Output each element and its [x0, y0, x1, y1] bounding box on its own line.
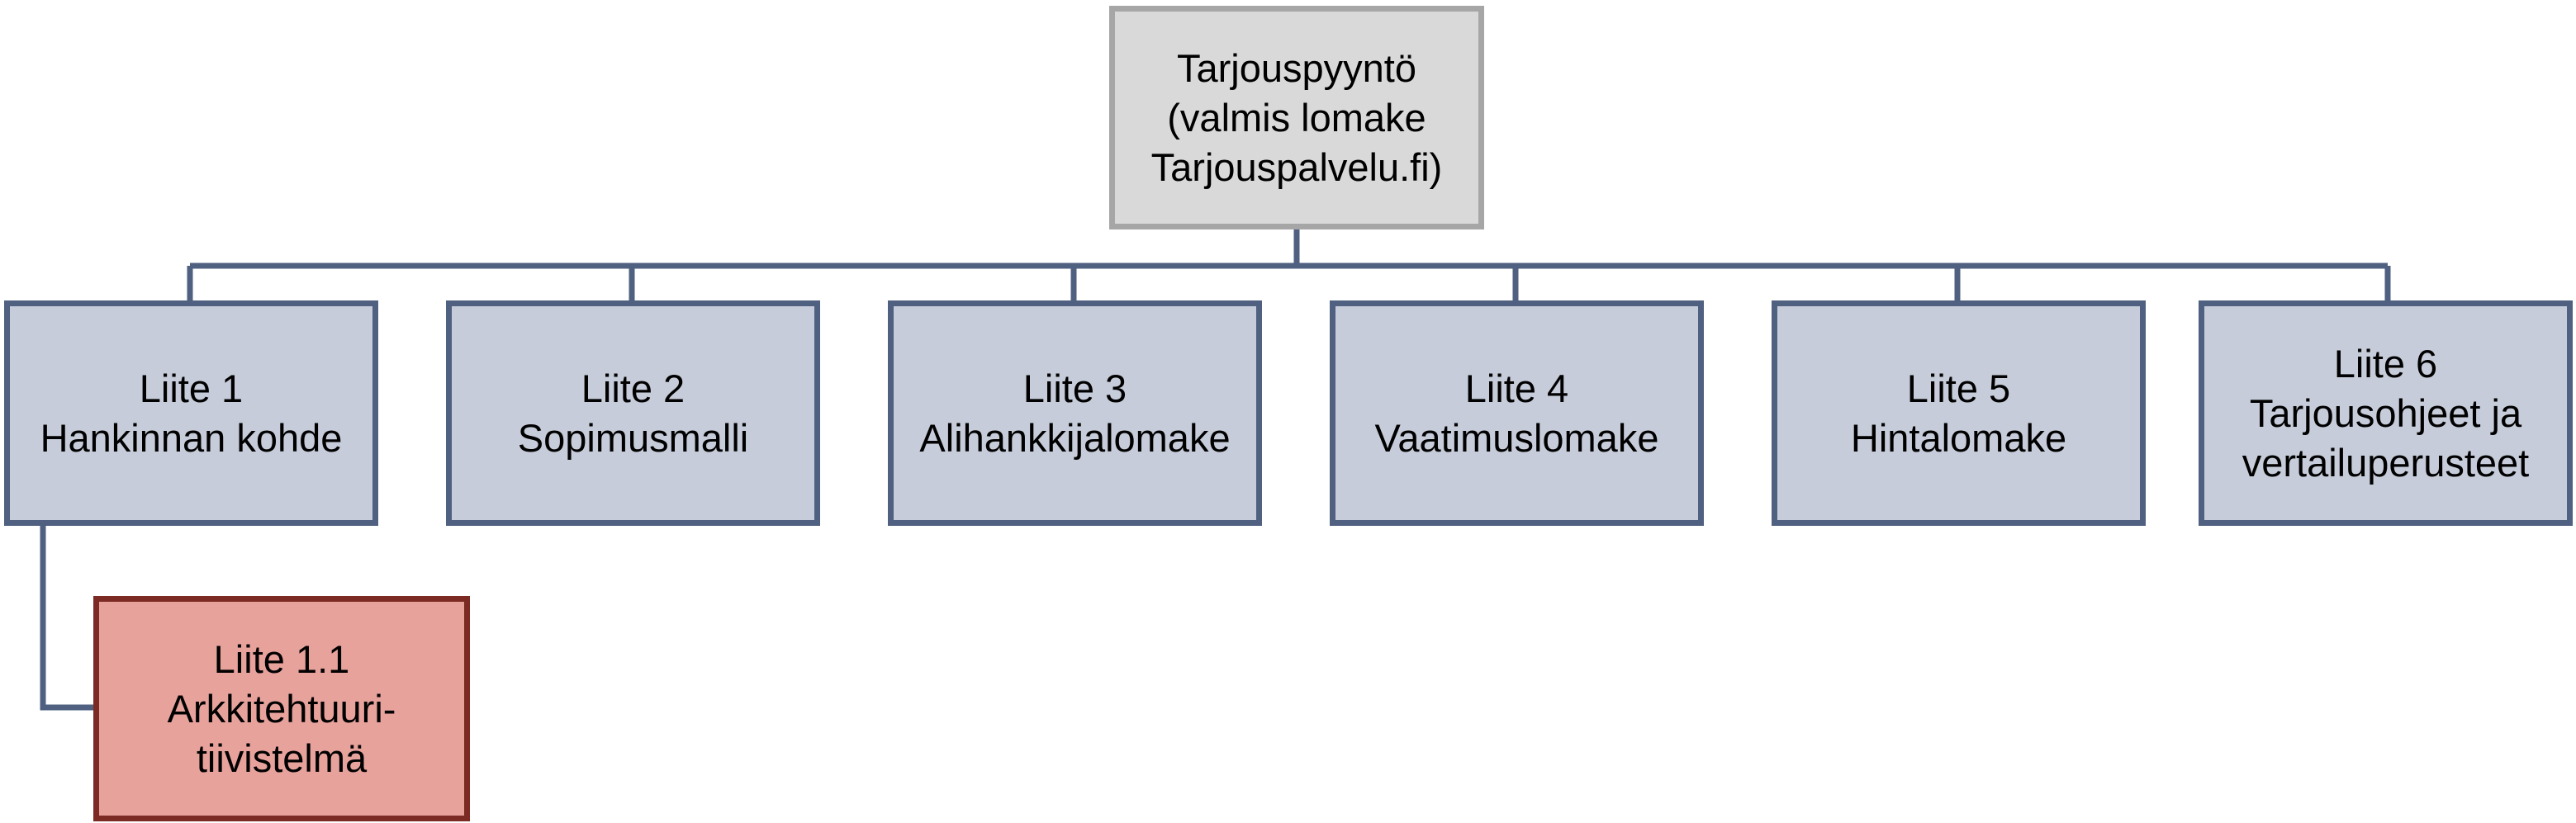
child-node-liite-2: Liite 2 Sopimusmalli	[446, 300, 820, 526]
child-node-liite-6: Liite 6 Tarjousohjeet ja vertailuperuste…	[2199, 300, 2573, 526]
root-node-tarjouspyynto: Tarjouspyyntö (valmis lomake Tarjouspalv…	[1109, 6, 1484, 229]
node-text-line: Tarjouspyyntö	[1176, 45, 1416, 90]
node-text-line: Arkkitehtuuri-	[167, 686, 396, 731]
node-text-line: Vaatimuslomake	[1374, 415, 1659, 460]
child-node-liite-4: Liite 4 Vaatimuslomake	[1330, 300, 1704, 526]
node-text-line: Liite 5	[1906, 366, 2011, 410]
node-text-line: Liite 6	[2333, 341, 2438, 385]
node-text-line: Sopimusmalli	[517, 415, 749, 460]
node-text-line: Tarjouspalvelu.fi)	[1150, 144, 1443, 189]
node-text-line: tiivistelmä	[196, 735, 368, 780]
node-text-line: Liite 1.1	[213, 636, 350, 681]
node-text-line: Liite 3	[1022, 366, 1127, 410]
node-text-line: (valmis lomake	[1167, 95, 1426, 140]
node-text-line: Hintalomake	[1850, 415, 2067, 460]
sub-node-liite-1-1: Liite 1.1 Arkkitehtuuri- tiivistelmä	[93, 596, 470, 821]
node-text-line: Liite 4	[1464, 366, 1569, 410]
child-node-liite-3: Liite 3 Alihankkijalomake	[888, 300, 1262, 526]
sub-connector-line	[40, 526, 93, 711]
node-text-line: Hankinnan kohde	[40, 415, 343, 460]
node-text-line: vertailuperusteet	[2242, 440, 2530, 485]
child-node-liite-5: Liite 5 Hintalomake	[1772, 300, 2146, 526]
node-text-line: Liite 1	[139, 366, 244, 410]
node-text-line: Alihankkijalomake	[919, 415, 1231, 460]
node-text-line: Liite 2	[581, 366, 686, 410]
node-text-line: Tarjousohjeet ja	[2249, 390, 2522, 435]
child-node-liite-1: Liite 1 Hankinnan kohde	[4, 300, 378, 526]
